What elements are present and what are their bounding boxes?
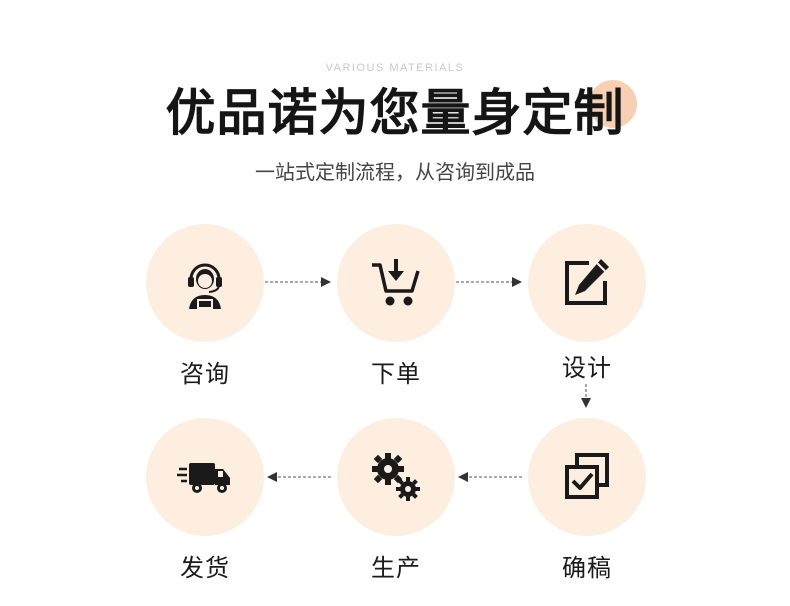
step-ship: 发货 bbox=[145, 418, 265, 583]
customer-service-icon bbox=[188, 263, 222, 309]
arrow-right-2 bbox=[456, 276, 524, 288]
step-circle bbox=[146, 224, 264, 342]
subtitle-en: VARIOUS MATERIALS bbox=[325, 62, 465, 74]
arrow-left-2 bbox=[265, 471, 333, 483]
step-produce: 生产 bbox=[336, 418, 456, 583]
step-circle bbox=[528, 418, 646, 536]
page-title: 优品诺为您量身定制 bbox=[165, 80, 637, 142]
confirm-copy-icon bbox=[565, 453, 609, 499]
step-label: 确稿 bbox=[562, 554, 612, 582]
shopping-cart-icon bbox=[372, 259, 420, 306]
step-label: 生产 bbox=[371, 554, 421, 582]
step-circle bbox=[528, 224, 646, 342]
step-design: 设计 bbox=[527, 224, 647, 383]
arrow-right-1 bbox=[265, 276, 333, 288]
gears-icon bbox=[372, 453, 420, 501]
step-order: 下单 bbox=[336, 224, 456, 389]
step-label: 发货 bbox=[180, 554, 230, 582]
step-label: 咨询 bbox=[180, 360, 230, 388]
title-wrap: 优品诺为您量身定制 bbox=[0, 80, 790, 142]
arrow-down bbox=[580, 384, 592, 414]
edit-icon bbox=[565, 259, 609, 305]
step-circle bbox=[337, 418, 455, 536]
tagline: 一站式定制流程，从咨询到成品 bbox=[255, 160, 535, 184]
page-title-text: 优品诺为您量身定制 bbox=[165, 84, 625, 142]
delivery-truck-icon bbox=[177, 463, 230, 493]
step-label: 下单 bbox=[371, 360, 421, 388]
step-circle bbox=[146, 418, 264, 536]
step-confirm: 确稿 bbox=[527, 418, 647, 583]
step-label: 设计 bbox=[562, 354, 612, 382]
step-consult: 咨询 bbox=[145, 224, 265, 389]
arrow-left-1 bbox=[456, 471, 524, 483]
step-circle bbox=[337, 224, 455, 342]
